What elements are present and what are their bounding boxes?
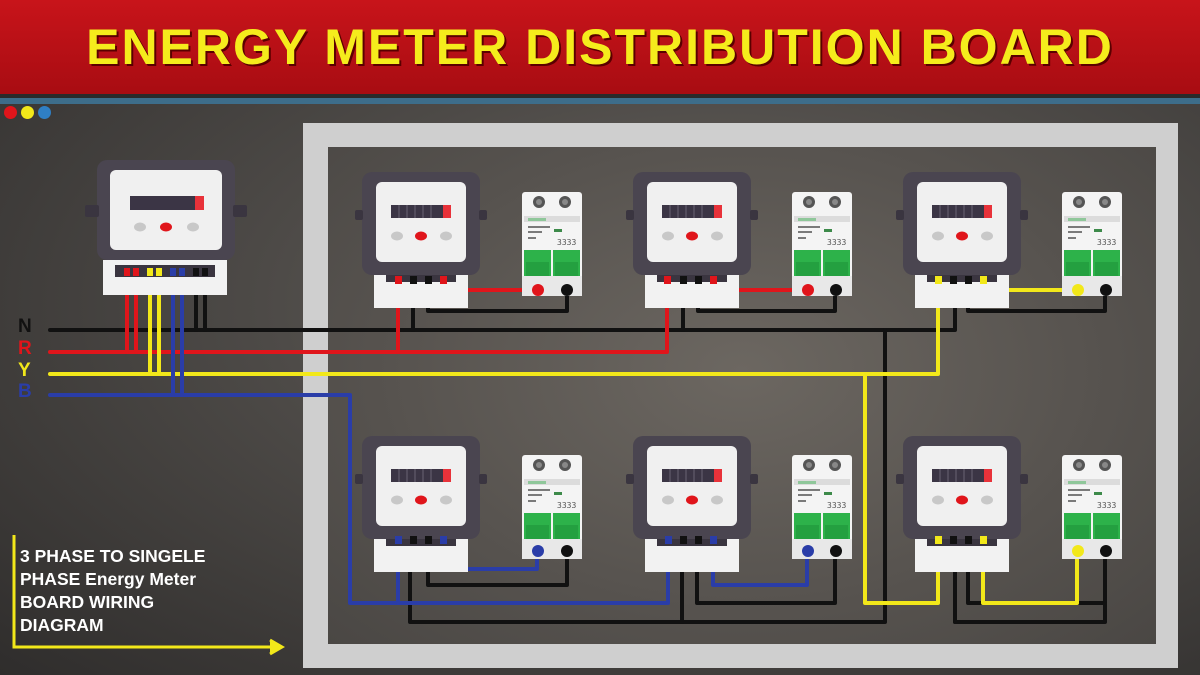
window-dots xyxy=(4,106,51,119)
energy-meter-2 xyxy=(625,171,759,309)
caption-line-2: PHASE Energy Meter xyxy=(20,569,197,589)
energy-meter-3 xyxy=(895,171,1029,309)
yellow-dot xyxy=(21,106,34,119)
caption-line-4: DIAGRAM xyxy=(20,615,104,635)
main-three-phase-meter xyxy=(85,160,247,295)
energy-meter-4 xyxy=(354,435,488,573)
caption-line-1: 3 PHASE TO SINGELE xyxy=(20,546,206,566)
mcb-terminals xyxy=(532,284,1112,557)
phase-label-b: B xyxy=(18,381,32,402)
blue-phase-wire xyxy=(48,393,670,605)
main-meter-terminals xyxy=(124,268,208,276)
neutral-trunk xyxy=(408,328,887,624)
blue-dot xyxy=(38,106,51,119)
mcb-breaker-4 xyxy=(522,455,582,559)
mcb-breaker-5 xyxy=(792,455,852,559)
energy-meter-5 xyxy=(625,435,759,573)
mcb-breaker-3 xyxy=(1062,192,1122,296)
mcb-breaker-6 xyxy=(1062,455,1122,559)
red-dot xyxy=(4,106,17,119)
page-title: ENERGY METER DISTRIBUTION BOARD xyxy=(86,19,1114,75)
mcb-breaker-2 xyxy=(792,192,852,296)
caption-arrow xyxy=(12,535,285,656)
title-banner: ENERGY METER DISTRIBUTION BOARD xyxy=(0,0,1200,98)
energy-meter-6 xyxy=(895,435,1029,573)
yellow-phase-wire xyxy=(48,278,940,376)
energy-meter-1 xyxy=(354,171,488,309)
mcb-breaker-1 xyxy=(522,192,582,296)
diagram-caption: 3 PHASE TO SINGELE PHASE Energy Meter BO… xyxy=(20,545,290,637)
meter-terminals xyxy=(395,276,987,544)
phase-label-n: N xyxy=(18,316,32,337)
caption-line-3: BOARD WIRING xyxy=(20,592,155,612)
phase-label-y: Y xyxy=(18,360,31,381)
phase-label-r: R xyxy=(18,338,32,359)
